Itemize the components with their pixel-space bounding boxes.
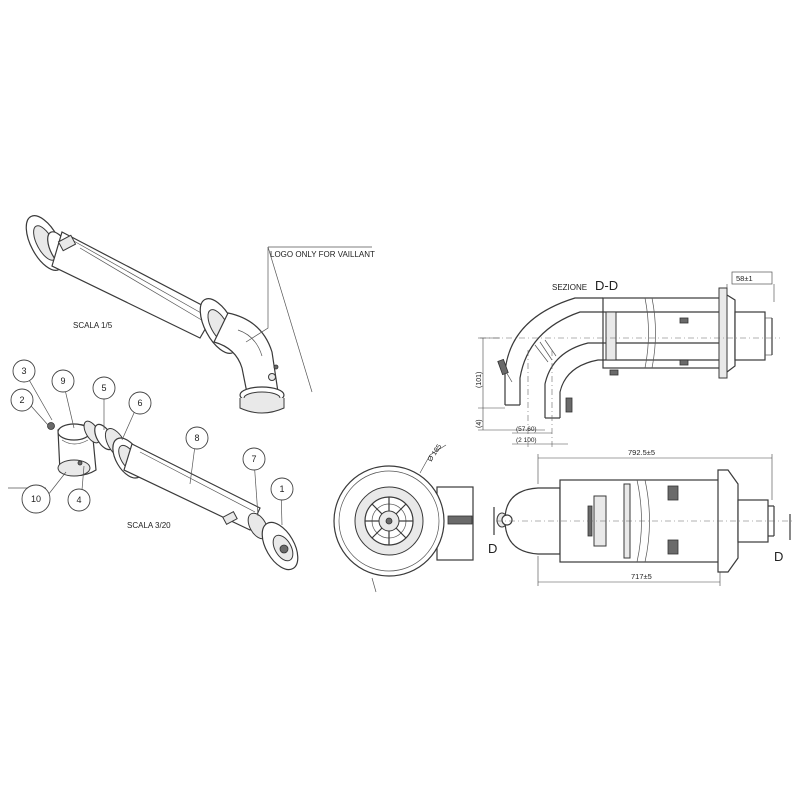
dim-horiz-57: (57.60) [516,426,537,433]
callout-10: 10 [21,484,51,514]
exploded-view: SCALA 3/20 [8,370,299,571]
callout-2: 2 [10,388,34,412]
callout-6: 6 [128,391,152,415]
svg-text:4: 4 [76,495,81,505]
dim-vert-101: (101) [476,372,483,388]
dim-length-inner: 717±5 [631,572,652,581]
dim-diameter: Ø 185 [427,443,444,463]
svg-text:1: 1 [279,484,284,494]
section-d-d: SEZIONE D-D 58±1 [476,271,780,450]
svg-text:2: 2 [19,395,24,405]
svg-text:5: 5 [101,383,106,393]
callout-7: 7 [242,447,266,471]
callout-1: 1 [270,477,294,501]
dim-length-overall: 792.5±5 [628,448,655,457]
iso-view-large: LOGO ONLY FOR VAILLANT SCALA 1/5 [25,215,375,414]
section-title-prefix: SEZIONE [552,283,587,292]
section-title-letters: D-D [595,278,618,293]
svg-text:3: 3 [21,366,26,376]
callout-8: 8 [185,426,209,450]
section-marker-left: D [488,541,497,556]
dim-vert-4: (4) [476,419,483,428]
callout-4: 4 [67,488,91,512]
section-marker-right: D [774,549,783,564]
callout-3: 3 [12,359,36,383]
part-callouts: 3 2 9 5 6 8 7 1 4 10 [10,359,294,514]
svg-text:10: 10 [31,494,41,504]
svg-text:7: 7 [251,454,256,464]
scale-label-bottom: SCALA 3/20 [127,521,171,530]
svg-text:6: 6 [137,398,142,408]
side-view: D D 792.5±5 717±5 [488,448,792,586]
end-view: Ø 185 [333,443,474,593]
terminal-vanes [365,497,413,545]
dim-horiz-100: (2 100) [516,437,537,444]
dim-offset-box: 58±1 [736,274,753,283]
svg-text:9: 9 [60,376,65,386]
callout-5: 5 [92,376,116,400]
logo-note: LOGO ONLY FOR VAILLANT [270,250,375,259]
scale-label-top: SCALA 1/5 [73,321,113,330]
callout-9: 9 [51,369,75,393]
svg-text:8: 8 [194,433,199,443]
